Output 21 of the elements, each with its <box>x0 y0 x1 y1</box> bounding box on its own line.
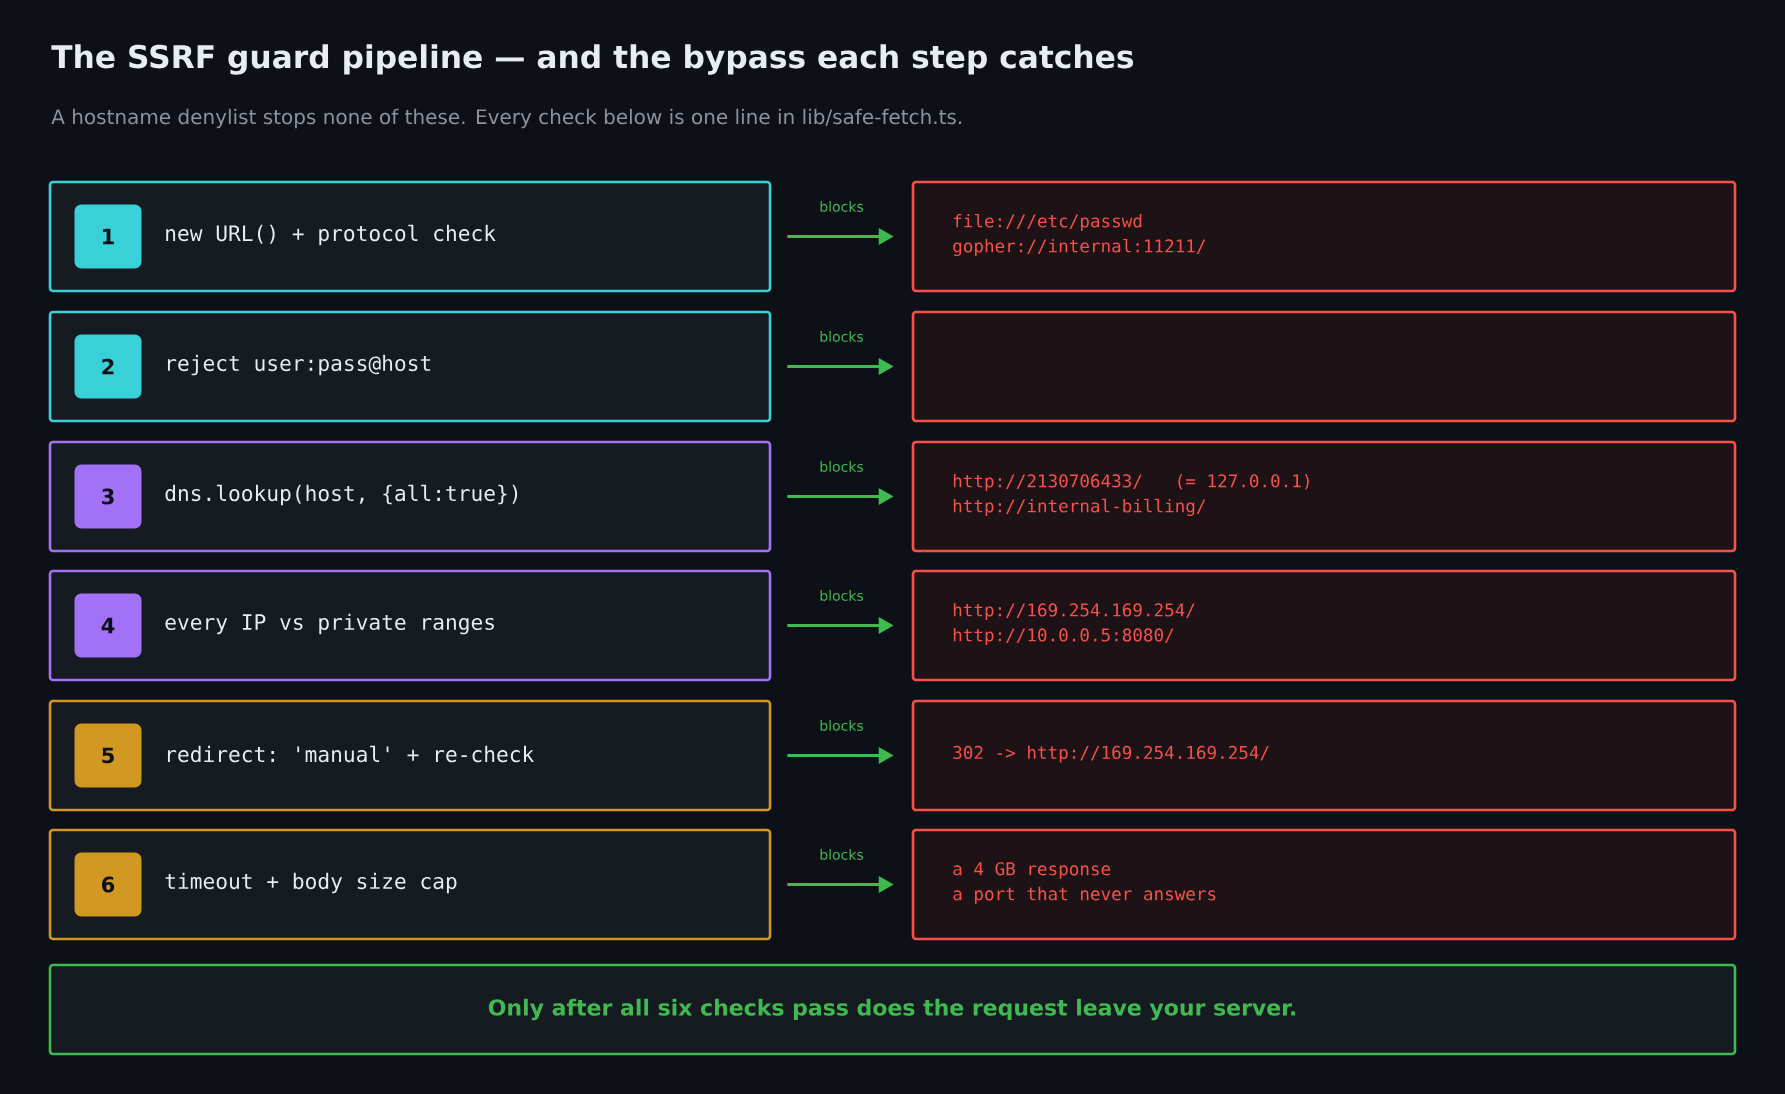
payload-box: http://169.254.169.254/ http://10.0.0.5:8080/ <box>911 569 1737 682</box>
edge-label: blocks <box>820 590 864 601</box>
title: The SSRF guard pipeline — and the bypass each step catches <box>51 44 1134 75</box>
payload-box: a 4 GB response a port that never answers <box>911 828 1737 941</box>
edge-label: blocks <box>820 461 864 472</box>
edge-label: blocks <box>820 201 864 212</box>
edge-label: blocks <box>820 849 864 860</box>
step-badge: 1 <box>74 204 142 269</box>
payload-box: http://2130706433/ (= 127.0.0.1) http://internal-billing/ <box>911 440 1737 553</box>
payload-box: 302 -> http://169.254.169.254/ <box>911 699 1737 812</box>
summary-box: Only after all six checks pass does the request leave your server. <box>48 963 1737 1056</box>
edge-label: blocks <box>820 720 864 731</box>
step-badge: 2 <box>74 334 142 399</box>
payload-box: file:///etc/passwd gopher://internal:11211/ <box>911 180 1737 293</box>
subtitle: A hostname denylist stops none of these. Every check below is one line in lib/safe-fetch.ts. <box>51 108 962 129</box>
step-badge: 5 <box>74 723 142 788</box>
step-badge: 6 <box>74 852 142 917</box>
step-badge: 4 <box>74 593 142 658</box>
payload-box <box>911 310 1737 423</box>
edge-label: blocks <box>820 331 864 342</box>
step-badge: 3 <box>74 464 142 529</box>
